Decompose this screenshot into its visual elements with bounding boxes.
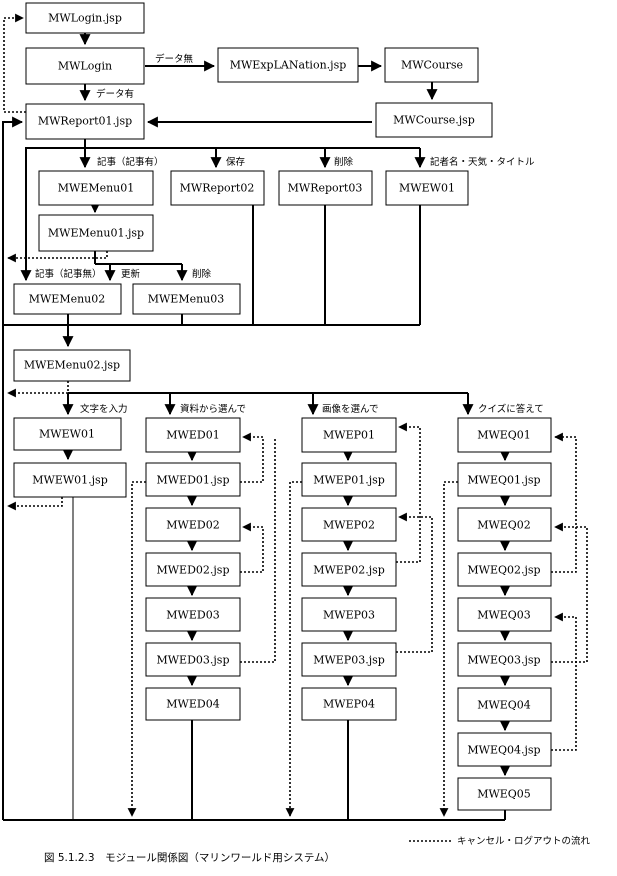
svg-text:MWED04: MWED04: [166, 698, 219, 711]
node-mwew01-jsp: MWEW01.jsp: [13, 462, 127, 498]
svg-text:MWEQ03.jsp: MWEQ03.jsp: [467, 654, 540, 667]
svg-text:MWEMenu01: MWEMenu01: [58, 182, 135, 195]
node-mwep04: MWEP04: [301, 687, 397, 721]
label-save: 保存: [226, 156, 246, 168]
svg-text:MWEQ03: MWEQ03: [477, 609, 531, 622]
node-mweq02: MWEQ02: [457, 507, 552, 542]
svg-text:MWEP03.jsp: MWEP03.jsp: [313, 654, 385, 667]
edge-labels: データ無 データ有 記事（記事有） 保存 削除 記者名・天気・タイトル 記事（記…: [35, 53, 544, 415]
node-mwcourse: MWCourse: [384, 47, 479, 83]
svg-text:MWEQ02: MWEQ02: [477, 519, 531, 532]
legend-cancel-logout: キャンセル・ログアウトの流れ: [457, 835, 591, 847]
node-mwlogin-jsp: MWLogin.jsp: [25, 2, 145, 34]
node-mwexplanation-jsp: MWExpLANation.jsp: [217, 47, 359, 83]
label-data-exists: データ有: [96, 88, 134, 100]
node-mwep01-jsp: MWEP01.jsp: [301, 462, 397, 497]
node-mwew01: MWEW01: [13, 417, 122, 451]
node-mwed03-jsp: MWED03.jsp: [145, 642, 241, 677]
svg-text:MWED02: MWED02: [166, 519, 219, 532]
middle-edges: [3, 381, 588, 821]
node-mwreport02: MWReport02: [170, 170, 265, 206]
label-text-input: 文字を入力: [80, 403, 128, 415]
node-mwed02-jsp: MWED02.jsp: [145, 552, 241, 587]
label-article-exists: 記事（記事有）: [97, 156, 164, 168]
svg-text:MWEMenu01.jsp: MWEMenu01.jsp: [48, 227, 144, 240]
svg-text:MWReport03: MWReport03: [288, 182, 363, 195]
label-update: 更新: [121, 268, 141, 280]
svg-text:MWEMenu02: MWEMenu02: [29, 293, 106, 306]
svg-text:MWEP02.jsp: MWEP02.jsp: [313, 564, 385, 577]
svg-text:MWEP01.jsp: MWEP01.jsp: [313, 474, 385, 487]
node-mwemenu02-jsp: MWEMenu02.jsp: [13, 349, 131, 382]
label-delete-menu: 削除: [192, 268, 212, 280]
svg-text:MWCourse.jsp: MWCourse.jsp: [393, 114, 475, 127]
label-choose-material: 資料から選んで: [180, 403, 246, 415]
node-mwep03: MWEP03: [301, 597, 397, 632]
svg-text:MWExpLANation.jsp: MWExpLANation.jsp: [230, 59, 347, 72]
svg-text:MWEMenu03: MWEMenu03: [148, 293, 225, 306]
node-mwep02-jsp: MWEP02.jsp: [301, 552, 397, 587]
svg-text:MWED03.jsp: MWED03.jsp: [156, 654, 229, 667]
node-mwed01: MWED01: [145, 417, 241, 453]
label-delete-top: 削除: [334, 156, 354, 168]
svg-text:MWReport02: MWReport02: [180, 182, 255, 195]
node-mwemenu01: MWEMenu01: [38, 170, 154, 206]
node-mweq04: MWEQ04: [457, 687, 552, 722]
svg-text:MWEW01.jsp: MWEW01.jsp: [32, 474, 108, 487]
node-mwep02: MWEP02: [301, 507, 397, 542]
svg-text:MWLogin.jsp: MWLogin.jsp: [48, 12, 122, 25]
svg-text:MWEMenu02.jsp: MWEMenu02.jsp: [24, 359, 120, 372]
svg-text:MWED01: MWED01: [166, 429, 219, 442]
svg-text:MWEQ04.jsp: MWEQ04.jsp: [467, 744, 540, 757]
node-mweq04-jsp: MWEQ04.jsp: [457, 732, 552, 767]
node-mwemenu03: MWEMenu03: [132, 283, 241, 315]
svg-text:MWEW01: MWEW01: [39, 428, 95, 441]
node-mweq01-jsp: MWEQ01.jsp: [457, 462, 552, 497]
svg-text:MWEP03: MWEP03: [323, 609, 375, 622]
node-mwep03-jsp: MWEP03.jsp: [301, 642, 397, 677]
label-answer-quiz: クイズに答えて: [478, 403, 544, 415]
node-mwed02: MWED02: [145, 507, 241, 542]
top-edges: [2, 13, 438, 820]
node-mwemenu02: MWEMenu02: [13, 283, 122, 315]
node-mweq03: MWEQ03: [457, 597, 552, 632]
svg-text:MWEW01: MWEW01: [399, 182, 455, 195]
label-author-weather-title: 記者名・天気・タイトル: [430, 156, 535, 168]
node-mwreport03: MWReport03: [278, 170, 373, 206]
svg-text:MWED03: MWED03: [166, 609, 219, 622]
figure-caption: 図 5.1.2.3 モジュール関係図（マリンワールド用システム）: [44, 852, 335, 864]
node-mwreport01-jsp: MWReport01.jsp: [25, 103, 145, 140]
node-mwew01-top: MWEW01: [385, 170, 469, 206]
node-mwed01-jsp: MWED01.jsp: [145, 462, 241, 497]
svg-text:MWED01.jsp: MWED01.jsp: [156, 474, 229, 487]
nodes: MWLogin.jsp MWLogin MWExpLANation.jsp MW…: [13, 2, 552, 811]
legend: キャンセル・ログアウトの流れ: [409, 835, 591, 847]
label-choose-image: 画像を選んで: [322, 403, 379, 415]
svg-text:MWEQ02.jsp: MWEQ02.jsp: [467, 564, 540, 577]
node-mwep01: MWEP01: [301, 417, 397, 453]
label-data-none: データ無: [155, 53, 194, 65]
node-mwed04: MWED04: [145, 687, 241, 721]
node-mwed03: MWED03: [145, 597, 241, 632]
svg-text:MWReport01.jsp: MWReport01.jsp: [38, 115, 132, 128]
svg-text:MWEQ04: MWEQ04: [477, 699, 531, 712]
node-mweq01: MWEQ01: [457, 417, 552, 453]
svg-text:MWEQ05: MWEQ05: [477, 788, 531, 801]
svg-text:MWEQ01: MWEQ01: [477, 429, 531, 442]
svg-text:MWLogin: MWLogin: [58, 60, 112, 73]
svg-text:MWEP02: MWEP02: [323, 519, 375, 532]
svg-text:MWED02.jsp: MWED02.jsp: [156, 564, 229, 577]
node-mwlogin: MWLogin: [25, 47, 145, 85]
node-mweq05: MWEQ05: [457, 777, 552, 811]
svg-text:MWCourse: MWCourse: [401, 59, 463, 72]
label-article-none: 記事（記事無）: [35, 268, 102, 280]
node-mwemenu01-jsp: MWEMenu01.jsp: [38, 214, 154, 252]
svg-text:MWEP01: MWEP01: [323, 429, 375, 442]
node-mweq03-jsp: MWEQ03.jsp: [457, 642, 552, 677]
node-mweq02-jsp: MWEQ02.jsp: [457, 552, 552, 587]
node-mwcourse-jsp: MWCourse.jsp: [375, 102, 493, 138]
svg-text:MWEQ01.jsp: MWEQ01.jsp: [467, 474, 540, 487]
svg-text:MWEP04: MWEP04: [323, 698, 375, 711]
